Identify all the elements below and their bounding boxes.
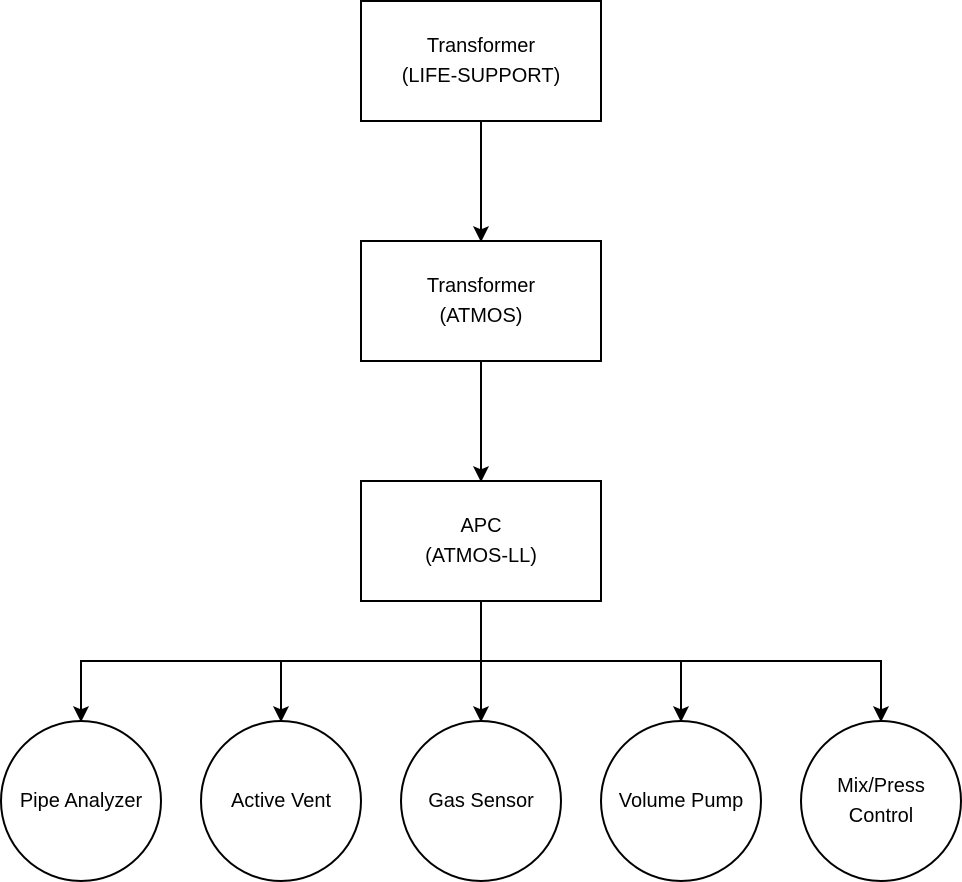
gas-sensor-label-line-0: Gas Sensor: [428, 790, 534, 812]
gas-sensor-circle: [400, 720, 562, 882]
node-gas-sensor: Gas Sensor: [400, 720, 562, 882]
apc-atmos-ll-label-line-1: (ATMOS-LL): [425, 545, 537, 567]
arrowhead-mix-press-control: [872, 706, 890, 723]
mix-press-control-label-line-1: Control: [849, 805, 913, 827]
transformer-life-support-label-line-1: (LIFE-SUPPORT): [402, 65, 561, 87]
apc-atmos-ll-label-line-0: APC: [460, 515, 501, 537]
pipe-analyzer-label-line-0: Pipe Analyzer: [20, 790, 143, 812]
arrowhead-active-vent: [272, 706, 290, 723]
transformer-life-support-label-line-0: Transformer: [427, 35, 536, 57]
transformer-atmos-box: [360, 240, 602, 362]
active-vent-circle: [200, 720, 362, 882]
arrowhead-volume-pump: [672, 706, 690, 723]
edges-layer: [72, 121, 890, 723]
arrowhead-apc-atmos-ll: [472, 466, 490, 483]
node-transformer-atmos: Transformer (ATMOS): [360, 240, 602, 362]
transformer-atmos-label-line-0: Transformer: [427, 275, 536, 297]
volume-pump-circle: [600, 720, 762, 882]
node-pipe-analyzer: Pipe Analyzer: [0, 720, 162, 882]
transformer-atmos-label-line-1: (ATMOS): [440, 305, 523, 327]
transformer-life-support-box: [360, 0, 602, 122]
arrowhead-pipe-analyzer: [72, 706, 90, 723]
active-vent-label-line-0: Active Vent: [231, 790, 332, 812]
apc-atmos-ll-box: [360, 480, 602, 602]
arrowhead-transformer-atmos: [472, 226, 490, 243]
node-apc-atmos-ll: APC (ATMOS-LL): [360, 480, 602, 602]
arrowhead-gas-sensor: [472, 706, 490, 723]
node-active-vent: Active Vent: [200, 720, 362, 882]
node-volume-pump: Volume Pump: [600, 720, 762, 882]
pipe-analyzer-circle: [0, 720, 162, 882]
edge-apc-atmos-ll-to-active-vent: [280, 601, 482, 710]
node-transformer-life-support: Transformer (LIFE-SUPPORT): [360, 0, 602, 122]
volume-pump-label-line-0: Volume Pump: [619, 790, 744, 812]
mix-press-control-label-line-0: Mix/Press: [837, 775, 925, 797]
mix-press-control-circle: [800, 720, 962, 882]
edge-apc-atmos-ll-to-mix-press-control: [480, 601, 882, 710]
edge-apc-atmos-ll-to-volume-pump: [480, 601, 682, 710]
